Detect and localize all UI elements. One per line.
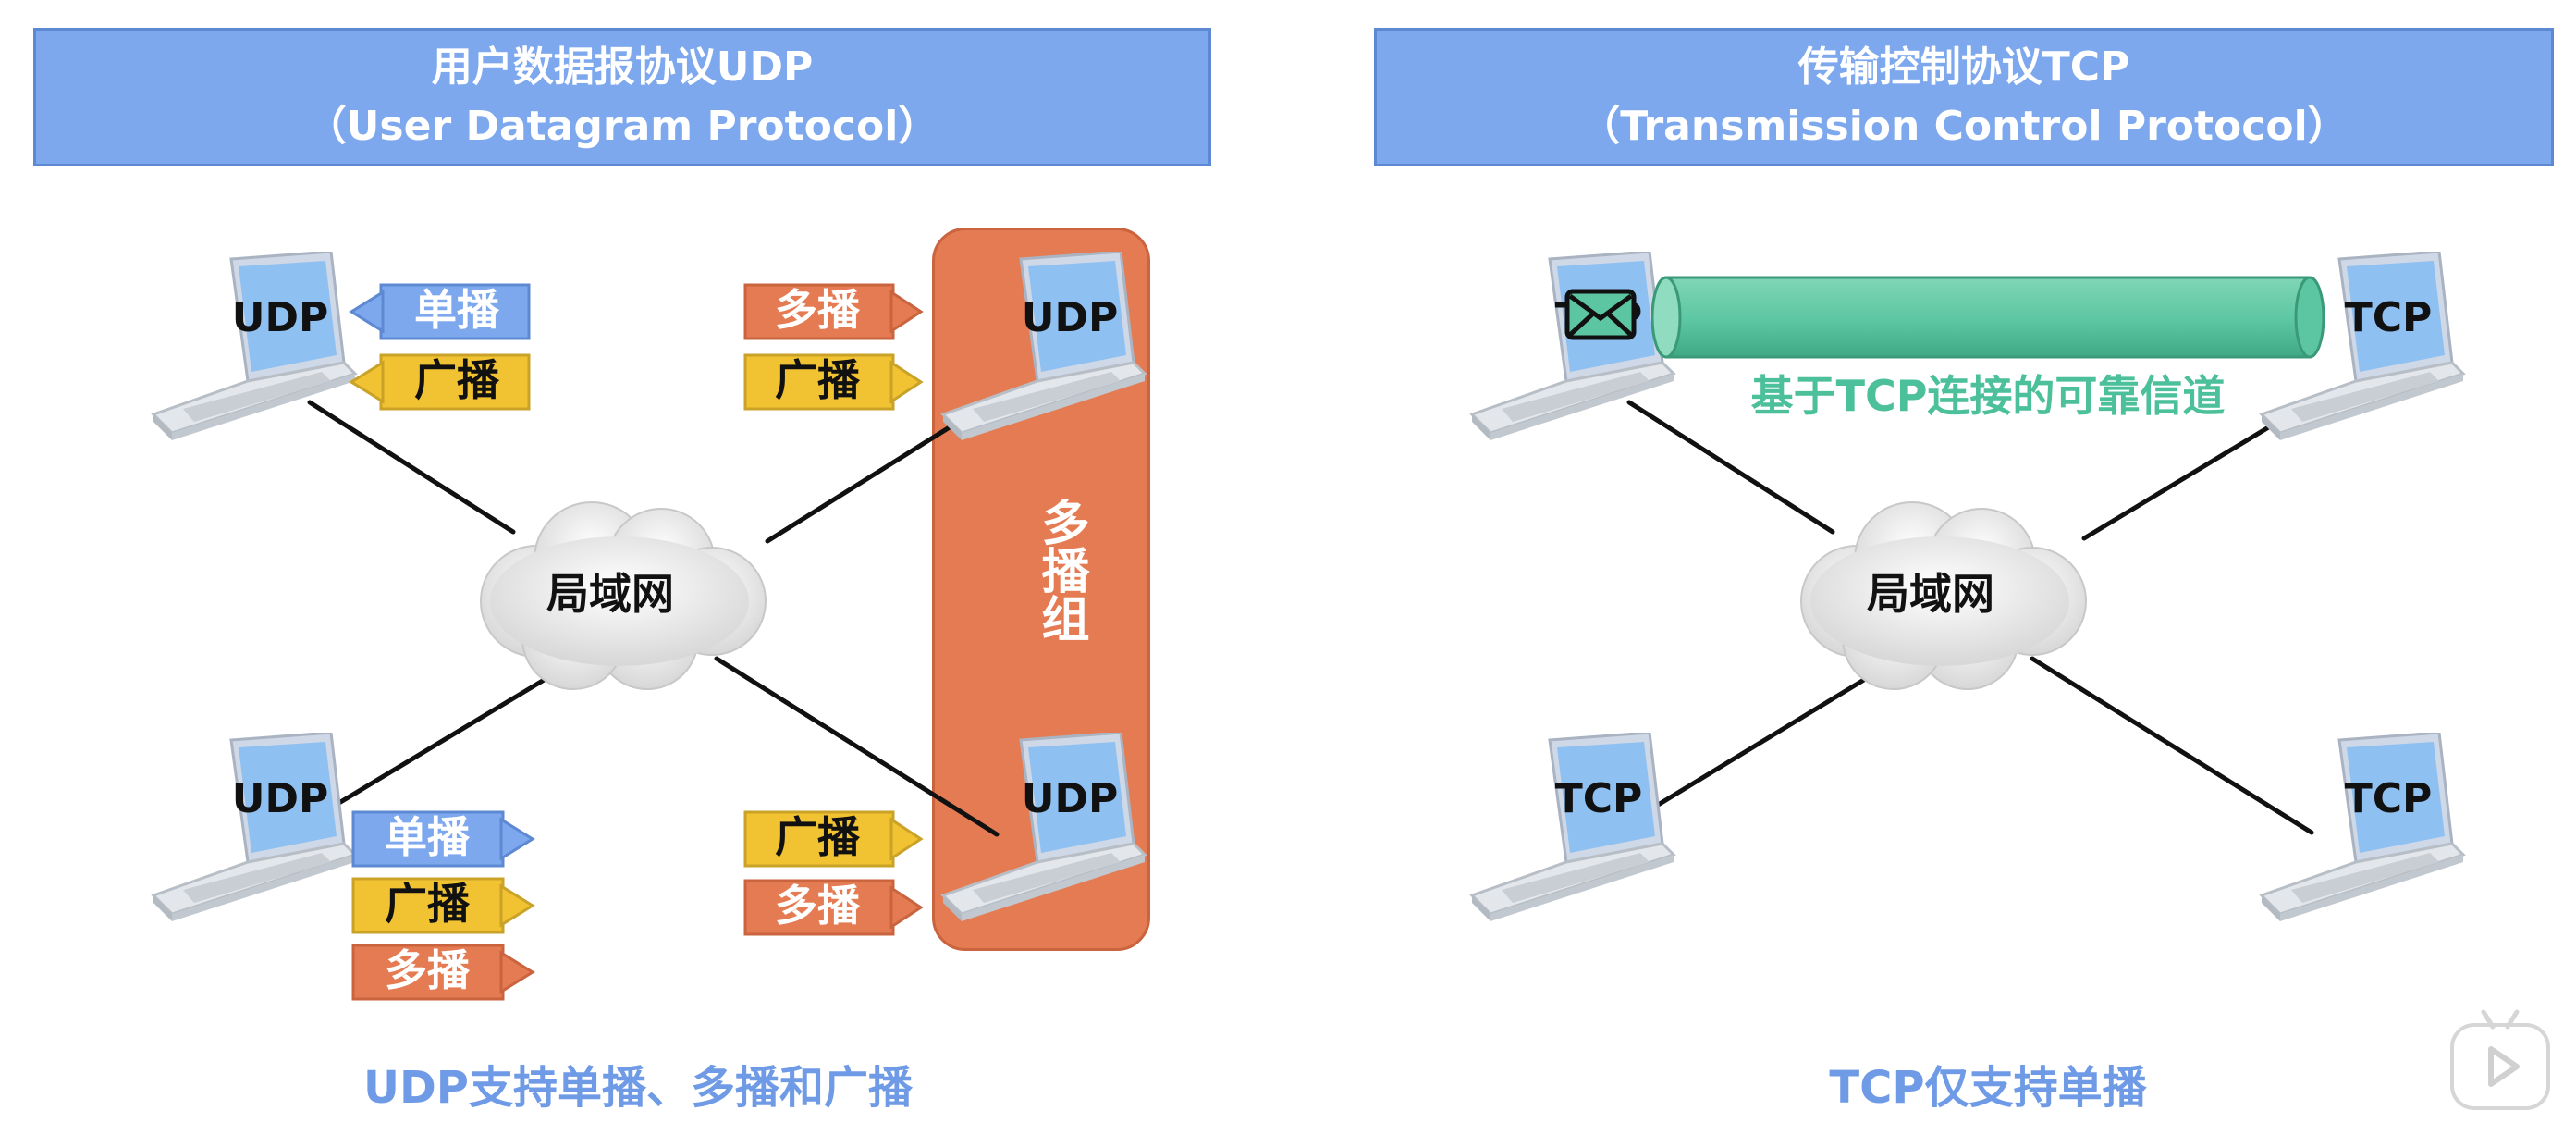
udp-link-bottom-right [714, 656, 1000, 837]
tcp-host-top-right-label: TCP [2344, 294, 2433, 341]
multicast-group-label: 多播组 [1033, 498, 1088, 642]
udp-host-bottom-left-label: UDP [231, 775, 329, 822]
udp-tag-label: 多播 [775, 881, 860, 931]
tcp-header-subtitle: （Transmission Control Protocol） [1579, 103, 2349, 150]
laptop-icon [2259, 733, 2466, 921]
tcp-header-title: 传输控制协议TCP [1797, 43, 2130, 91]
laptop-icon [940, 733, 1147, 921]
play-icon [2488, 1046, 2520, 1087]
tcp-caption: TCP仅支持单播 [1829, 1062, 2147, 1114]
laptop-icon [151, 733, 358, 921]
udp-host-top-left-label: UDP [231, 294, 329, 341]
tcp-link-top-right [2081, 404, 2305, 541]
udp-link-top-left [307, 400, 516, 535]
udp-tag-multicast: 多播 [743, 283, 925, 340]
udp-lan-label: 局域网 [546, 569, 674, 619]
udp-link-bottom-left [330, 671, 558, 809]
tcp-lan-label: 局域网 [1867, 569, 1994, 619]
play-button-ears-icon [2481, 1009, 2520, 1030]
tcp-lan-cloud [1800, 501, 2087, 690]
udp-tag-label: 广播 [385, 879, 470, 929]
laptop-icon [1469, 733, 1676, 921]
udp-host-top-right-label: UDP [1021, 294, 1119, 341]
udp-tag-broadcast: 广播 [743, 353, 925, 411]
udp-tag-broadcast: 广播 [743, 810, 925, 868]
udp-caption: UDP支持单播、多播和广播 [362, 1062, 913, 1114]
udp-tag-multicast: 多播 [351, 944, 536, 1001]
udp-tag-label: 广播 [414, 355, 499, 405]
udp-tag-label: 单播 [385, 812, 470, 862]
udp-header-title: 用户数据报协议UDP [431, 43, 814, 91]
tcp-link-bottom-left [1652, 672, 1874, 809]
envelope-icon [1564, 289, 1637, 340]
udp-tag-unicast: 单播 [348, 283, 533, 340]
tcp-host-bottom-right-label: TCP [2344, 775, 2433, 822]
udp-tag-label: 广播 [775, 355, 860, 405]
udp-tag-unicast: 单播 [351, 810, 536, 868]
udp-tag-broadcast: 广播 [351, 877, 536, 934]
udp-header-subtitle: （User Datagram Protocol） [305, 103, 939, 150]
laptop-icon [2259, 252, 2466, 440]
udp-tag-broadcast: 广播 [348, 353, 533, 411]
udp-lan-cloud [480, 501, 767, 690]
tcp-link-bottom-right [2030, 656, 2314, 835]
laptop-icon [940, 252, 1147, 440]
laptop-icon [151, 252, 358, 440]
play-button[interactable] [2450, 1023, 2550, 1110]
udp-header: 用户数据报协议UDP （User Datagram Protocol） [33, 28, 1211, 166]
udp-host-bottom-right-label: UDP [1021, 775, 1119, 822]
udp-tag-label: 多播 [385, 945, 470, 995]
tcp-channel-pipe [1651, 276, 2325, 359]
udp-tag-label: 广播 [775, 812, 860, 862]
udp-tag-multicast: 多播 [743, 879, 925, 936]
tcp-host-bottom-left-label: TCP [1554, 775, 1643, 822]
tcp-link-top-left [1626, 400, 1835, 535]
laptop-icon [1469, 252, 1676, 440]
udp-tag-label: 多播 [775, 285, 860, 335]
tcp-channel-label: 基于TCP连接的可靠信道 [1750, 371, 2226, 421]
tcp-header: 传输控制协议TCP （Transmission Control Protocol… [1374, 28, 2554, 166]
udp-link-top-right [765, 404, 985, 544]
udp-tag-label: 单播 [414, 285, 499, 335]
